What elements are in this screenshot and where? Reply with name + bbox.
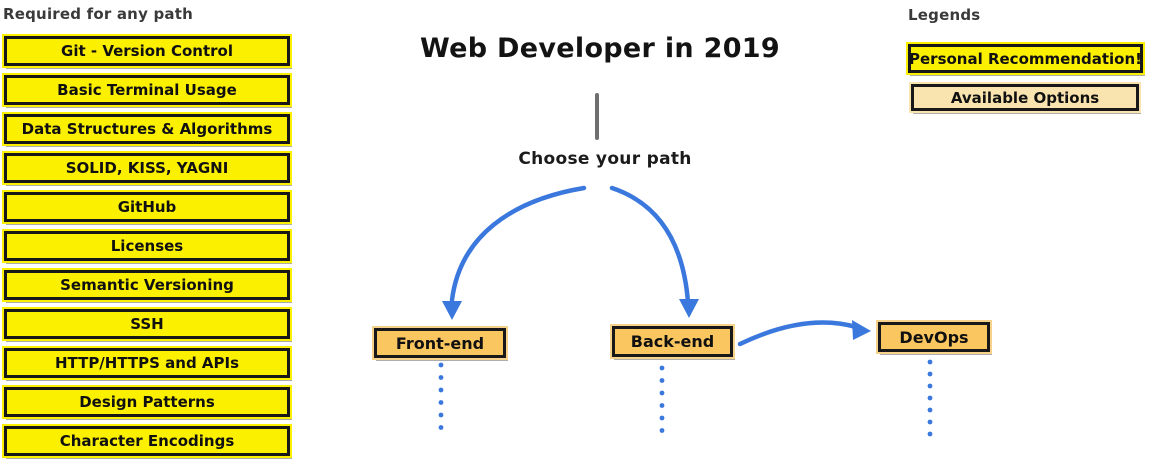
title-connector-line <box>595 93 599 140</box>
required-item-data-structures-algorithms: Data Structures & Algorithms <box>2 112 292 146</box>
required-item-character-encodings: Character Encodings <box>2 424 292 458</box>
required-item-github: GitHub <box>2 190 292 224</box>
choose-your-path-label: Choose your path <box>518 149 692 169</box>
legend-available-options: Available Options <box>909 82 1141 113</box>
required-item-solid-kiss-yagni: SOLID, KISS, YAGNI <box>2 151 292 185</box>
path-split-arrows <box>449 185 859 347</box>
path-node-front-end: Front-end <box>372 326 508 360</box>
required-item-basic-terminal-usage: Basic Terminal Usage <box>2 73 292 107</box>
required-section-title: Required for any path <box>3 5 193 23</box>
required-item-http-https-apis: HTTP/HTTPS and APIs <box>2 346 292 380</box>
legend-personal-recommendation: Personal Recommendation! <box>906 42 1145 75</box>
arrow-back-end-to-devops <box>737 320 859 347</box>
arrowhead-devops <box>852 320 871 340</box>
arrow-to-front-end <box>449 185 587 303</box>
required-item-licenses: Licenses <box>2 229 292 263</box>
required-item-semantic-versioning: Semantic Versioning <box>2 268 292 302</box>
dotted-continuation-lines <box>438 359 933 437</box>
page-title: Web Developer in 2019 <box>420 33 780 64</box>
path-node-back-end: Back-end <box>610 324 735 359</box>
legend-title: Legends <box>908 6 981 24</box>
arrow-to-back-end <box>609 185 691 305</box>
path-node-devops: DevOps <box>876 320 992 354</box>
required-item-design-patterns: Design Patterns <box>2 385 292 419</box>
required-item-git-version-control: Git - Version Control <box>2 34 292 68</box>
required-item-ssh: SSH <box>2 307 292 341</box>
arrowhead-front-end <box>442 301 462 320</box>
arrowhead-back-end <box>679 299 699 318</box>
